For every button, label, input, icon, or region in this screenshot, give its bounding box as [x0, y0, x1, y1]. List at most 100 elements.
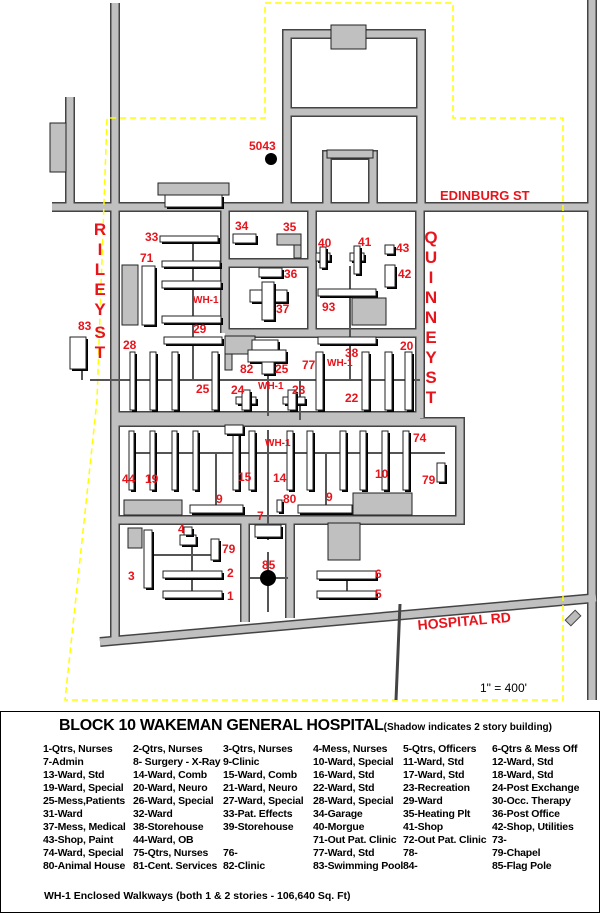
- building: [317, 336, 377, 345]
- legend-row: 37-Mess, Medical 38-Storehouse 39-Storehou…: [1, 821, 600, 834]
- building: [247, 349, 287, 363]
- legend-entry: 3-Qtrs, Nurses: [223, 743, 293, 755]
- building: [339, 430, 347, 491]
- building-label: 1: [227, 589, 234, 603]
- legend-entry: 37-Mess, Medical: [43, 821, 126, 833]
- building: [251, 339, 279, 351]
- building: [232, 233, 257, 244]
- building-label: 25: [275, 362, 289, 376]
- legend-entry: 41-Shop: [403, 821, 444, 833]
- building: [402, 430, 410, 491]
- building-label: WH-1: [258, 381, 284, 392]
- building-label: 28: [123, 338, 137, 352]
- property-boundary: [64, 2, 564, 701]
- building: [404, 351, 413, 411]
- legend-entry: 14-Ward, Comb: [133, 769, 208, 781]
- legend-entry: 8- Surgery - X-Ray: [133, 756, 221, 768]
- legend-entry: 2-Qtrs, Nurses: [133, 743, 203, 755]
- building: [149, 430, 156, 491]
- legend-entry: 34-Garage: [313, 808, 363, 820]
- legend-entry: 40-Morgue: [313, 821, 365, 833]
- street-riley: RILEY: [93, 220, 107, 319]
- building: [171, 351, 179, 411]
- marker-5043: [265, 153, 277, 165]
- building: [384, 351, 393, 411]
- legend-entry: 79-Chapel: [492, 847, 541, 859]
- building: [319, 246, 327, 269]
- building: [381, 430, 389, 491]
- legend-entry: 10-Ward, Special: [313, 756, 394, 768]
- building-label: 5: [375, 587, 382, 601]
- legend-row: 1-Qtrs, Nurses 2-Qtrs, Nurses 3-Qtrs, Nurs…: [1, 743, 600, 756]
- legend-entry: 1-Qtrs, Nurses: [43, 743, 113, 755]
- legend-entry: 22-Ward, Std: [313, 782, 375, 794]
- building: [164, 194, 223, 208]
- building: [317, 288, 377, 297]
- legend-entry: 26-Ward, Special: [133, 795, 214, 807]
- building-label: 15: [238, 470, 252, 484]
- building-label: 4: [178, 522, 185, 536]
- building: [162, 590, 223, 599]
- building: [359, 430, 367, 491]
- legend-entry: 16-Ward, Std: [313, 769, 375, 781]
- building-two-story: [352, 492, 413, 516]
- building: [161, 280, 222, 289]
- building-label: 41: [358, 235, 372, 249]
- hospital-rd-branch: [394, 603, 402, 701]
- building-label: 80: [283, 492, 297, 506]
- building-label: 40: [318, 236, 332, 250]
- legend-entry: 15-Ward, Comb: [223, 769, 298, 781]
- building: [161, 260, 221, 268]
- legend-entry: 7-Admin: [43, 756, 84, 768]
- legend-entry: 35-Heating Plt: [403, 808, 471, 820]
- legend-entry: 82-Clinic: [223, 860, 265, 872]
- building-label: 23: [292, 383, 306, 397]
- building: [162, 570, 223, 579]
- legend-entry: 6-Qtrs & Mess Off: [492, 743, 578, 755]
- legend-row: 13-Ward, Std 14-Ward, Comb 15-Ward, Comb 16…: [1, 769, 600, 782]
- legend-entry: 80-Animal House: [43, 860, 126, 872]
- building-two-story: [121, 264, 139, 326]
- legend-entry: 30-Occ. Therapy: [492, 795, 571, 807]
- legend-entry: 28-Ward, Special: [313, 795, 394, 807]
- building: [316, 570, 377, 580]
- legend-entry: 85-Flag Pole: [492, 860, 552, 872]
- building-label: 10: [375, 467, 389, 481]
- scale-label: 1" = 400': [480, 681, 527, 695]
- legend-entry: 9-Clinic: [223, 756, 260, 768]
- building: [306, 430, 314, 491]
- legend-entry: 84-: [403, 860, 418, 872]
- building: [143, 529, 153, 589]
- building: [161, 315, 222, 324]
- building-label: 25: [196, 382, 210, 396]
- building: [361, 351, 370, 411]
- building: [211, 351, 219, 411]
- building: [192, 430, 199, 491]
- building-label: 20: [400, 339, 414, 353]
- street-quinney: QUINNEY: [424, 228, 438, 367]
- building-label: 7: [257, 509, 264, 523]
- building-label: 42: [398, 267, 412, 281]
- building-two-story: [326, 149, 374, 159]
- legend: BLOCK 10 WAKEMAN GENERAL HOSPITAL(Shadow…: [0, 711, 600, 913]
- legend-entry: 21-Ward, Neuro: [223, 782, 298, 794]
- legend-entry: 39-Storehouse: [223, 821, 294, 833]
- legend-entry: 42-Shop, Utilities: [492, 821, 574, 833]
- street-quinney-st: ST: [425, 368, 437, 407]
- building-label: 33: [145, 230, 159, 244]
- building: [276, 499, 283, 513]
- building: [183, 526, 193, 536]
- bottom-right-marker: [564, 609, 582, 627]
- legend-entry: 72-Out Pat. Clinic: [403, 834, 487, 846]
- building-two-story: [293, 244, 302, 259]
- building: [315, 351, 324, 411]
- building-two-story: [157, 182, 230, 196]
- building-label: 9: [326, 490, 333, 504]
- legend-entry: 13-Ward, Std: [43, 769, 105, 781]
- building-label: 24: [231, 383, 245, 397]
- building-label: 79: [422, 473, 436, 487]
- legend-entry: 38-Storehouse: [133, 821, 204, 833]
